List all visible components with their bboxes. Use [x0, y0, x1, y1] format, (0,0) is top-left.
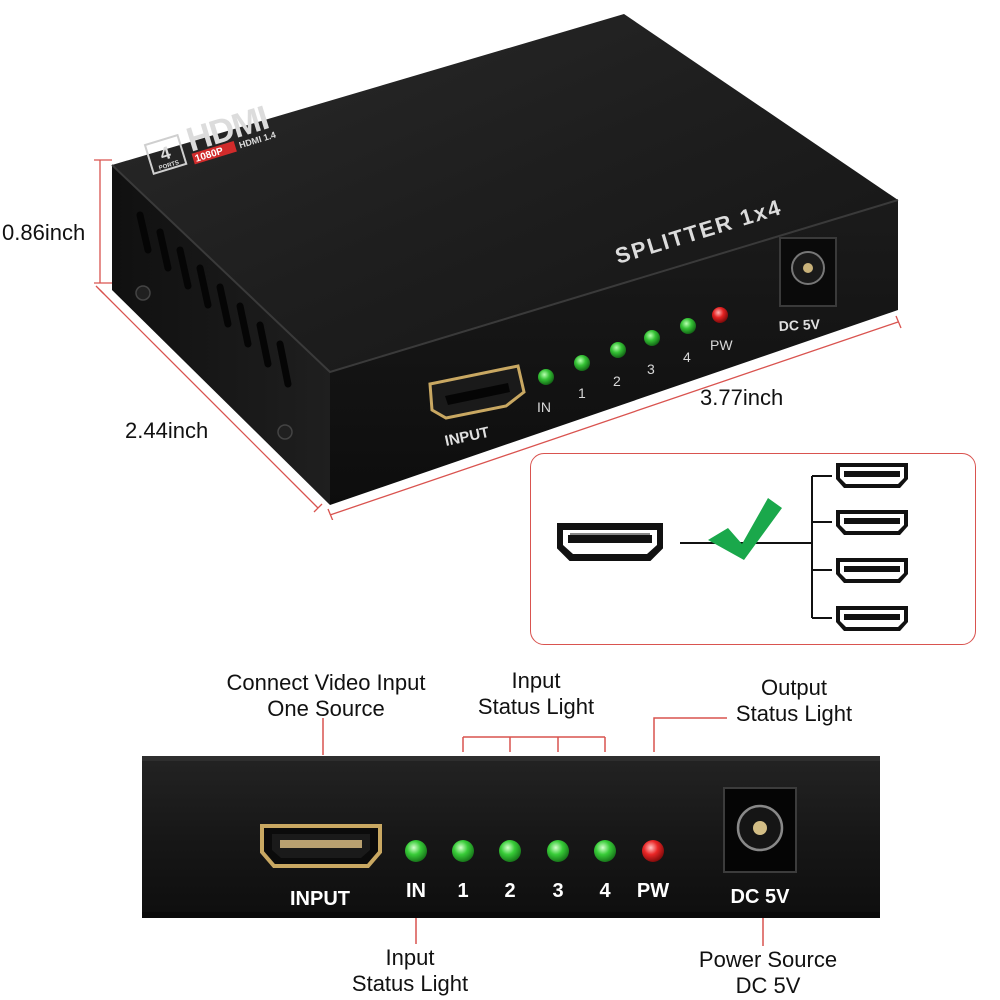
svg-text:1: 1: [578, 385, 586, 401]
callout-power-source: Power Source DC 5V: [698, 947, 838, 998]
dc-jack-3d: [779, 237, 837, 307]
callout-connect-input: Connect Video Input One Source: [226, 670, 426, 721]
front-led-label-pw: PW: [636, 880, 670, 902]
dc-jack: [723, 787, 797, 873]
front-led-label-in: IN: [406, 880, 426, 902]
front-led-label-1: 1: [457, 880, 469, 902]
led-4: [594, 840, 616, 862]
front-led-label-3: 3: [552, 880, 564, 902]
side-vents: [136, 211, 292, 388]
front-power-label: DC 5V: [730, 886, 790, 908]
width-dimension: 3.77inch: [700, 385, 784, 410]
svg-text:3: 3: [647, 361, 655, 377]
device-top-surface: [112, 14, 898, 372]
led-labels-3d: IN 1 2 3 4 PW: [537, 337, 733, 415]
svg-text:2: 2: [613, 373, 621, 389]
callout-input-status-bottom: Input Status Light: [351, 945, 469, 996]
screw-icon: [277, 424, 293, 440]
splitter-3d-view: 4 PORTS HDMI 1080P HDMI 1.4 SPLITTER 1x4…: [94, 14, 902, 520]
front-led-label-4: 4: [599, 880, 611, 902]
led-2: [499, 840, 521, 862]
dc-label-3d: DC 5V: [778, 316, 821, 334]
dimension-lines: [94, 159, 902, 520]
led-pw: [642, 840, 664, 862]
height-dimension: 0.86inch: [2, 220, 86, 245]
hdmi-input-port: [260, 824, 382, 868]
svg-text:PORTS: PORTS: [158, 160, 180, 172]
status-leds: [405, 840, 664, 862]
callout-input-status-top: Input Status Light: [477, 668, 595, 719]
led-row-3d: [538, 307, 728, 385]
led-1: [452, 840, 474, 862]
led-3: [547, 840, 569, 862]
hdmi-port-3d: [428, 364, 526, 420]
led-in: [405, 840, 427, 862]
svg-text:IN: IN: [537, 399, 551, 415]
screw-icon: [135, 285, 151, 301]
leader-lines: [322, 717, 764, 946]
svg-text:PW: PW: [710, 337, 733, 353]
depth-dimension: 2.44inch: [125, 418, 209, 443]
front-input-label: INPUT: [290, 888, 350, 910]
svg-text:4: 4: [683, 349, 691, 365]
front-led-label-2: 2: [504, 880, 516, 902]
callout-output-status: Output Status Light: [735, 675, 853, 726]
